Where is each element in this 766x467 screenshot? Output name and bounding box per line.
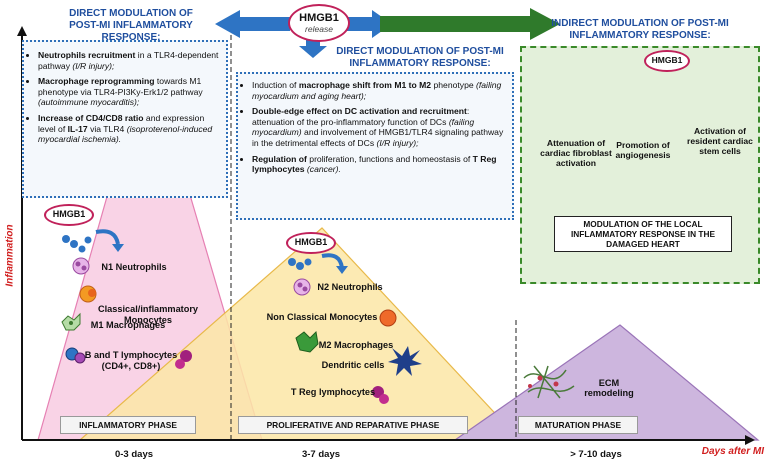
- phase1-arrowhead: [112, 244, 124, 252]
- left-item-macrophage: Macrophage reprogramming towards M1 phen…: [38, 76, 222, 108]
- phase2-hmgb1-badge: HMGB1: [286, 232, 336, 254]
- phase1-hmgb1-dots: [62, 235, 92, 253]
- phase2-hmgb1-dots: [288, 258, 312, 270]
- n1-neutrophil-icon: [72, 257, 90, 275]
- fibroblast-attenuation-label: Attenuation of cardiac fibroblast activa…: [540, 138, 612, 168]
- left-item-cd4-cd8: Increase of CD4/CD8 ratio and expression…: [38, 113, 222, 145]
- hmgb1-release-badge: HMGB1 release: [288, 4, 350, 42]
- y-axis-arrowhead: [17, 26, 27, 36]
- angiogenesis-label: Promotion of angiogenesis: [615, 140, 671, 160]
- classical-monocyte-icon: [79, 285, 97, 303]
- middle-header: DIRECT MODULATION OF POST-MI INFLAMMATOR…: [336, 46, 504, 69]
- phase2-arrowhead: [336, 266, 348, 274]
- n1-neutrophils-label: N1 Neutrophils: [101, 262, 167, 272]
- hmgb1-release-subtitle: release: [305, 24, 333, 34]
- y-axis-label: Inflammation: [4, 224, 16, 287]
- proliferative-phase-label: PROLIFERATIVE AND REPARATIVE PHASE: [238, 416, 468, 434]
- dendritic-cell-icon: [388, 346, 422, 376]
- m2-macrophages-label: M2 Macrophages: [318, 340, 394, 350]
- m1-macrophages-label: M1 Macrophages: [90, 320, 166, 330]
- left-header: DIRECT MODULATION OF POST-MI INFLAMMATOR…: [69, 8, 193, 43]
- right-hmgb1-badge: HMGB1: [644, 50, 690, 72]
- mid-item-dc-activation: Double-edge effect on DC activation and …: [252, 106, 508, 148]
- left-item-neutrophils: Neutrophils recruitment in a TLR4-depend…: [38, 50, 222, 71]
- phase3-days: > 7-10 days: [570, 449, 622, 460]
- n2-neutrophils-label: N2 Neutrophils: [317, 282, 383, 292]
- phase2-days: 3-7 days: [301, 449, 341, 460]
- left-direct-modulation-box: Neutrophils recruitment in a TLR4-depend…: [22, 40, 228, 198]
- m1-macrophage-icon: [61, 312, 81, 331]
- right-header: INDIRECT MODULATION OF POST-MI INFLAMMAT…: [551, 18, 729, 41]
- right-blue-arrow: [335, 10, 392, 38]
- inflammatory-phase-label: INFLAMMATORY PHASE: [60, 416, 196, 434]
- non-classical-monocyte-icon: [379, 309, 397, 327]
- stem-cell-activation-label: Activation of resident cardiac stem cell…: [687, 126, 753, 156]
- green-arrow: [380, 8, 560, 40]
- phase1-curved-arrow: [95, 229, 120, 245]
- non-classical-monocytes-label: Non Classical Monocytes: [266, 312, 378, 322]
- phase1-days: 0-3 days: [114, 449, 154, 460]
- x-axis-label: Days after MI: [701, 446, 764, 457]
- x-axis-arrowhead: [745, 435, 755, 445]
- t-reg-lymphocytes-label: T Reg lymphocytes: [290, 387, 376, 397]
- ecm-remodeling-icon: [523, 365, 575, 399]
- b-t-lymphocytes-label: B and T lymphocytes (CD4+, CD8+): [84, 350, 178, 371]
- maturation-phase-label: MATURATION PHASE: [518, 416, 638, 434]
- middle-direct-modulation-box: Induction of macrophage shift from M1 to…: [236, 72, 514, 220]
- phase2-curved-arrow: [321, 253, 344, 269]
- mid-item-macrophage-shift: Induction of macrophage shift from M1 to…: [252, 80, 508, 101]
- n2-neutrophil-icon: [293, 278, 311, 296]
- ecm-remodeling-label: ECM remodeling: [584, 378, 634, 398]
- local-inflammatory-modulation-box: MODULATION OF THE LOCAL INFLAMMATORY RES…: [554, 216, 732, 252]
- phase1-hmgb1-badge: HMGB1: [44, 204, 94, 226]
- down-blue-arrow: [299, 38, 327, 58]
- classical-monocytes-label: Classical/inflammatory Monocytes: [97, 304, 199, 325]
- t-reg-lymphocyte-icon: [372, 386, 389, 404]
- m2-macrophage-icon: [295, 330, 319, 353]
- b-t-lymphocyte-icon: [65, 347, 86, 364]
- dendritic-cells-label: Dendritic cells: [321, 360, 385, 370]
- b-t-lymphocyte-icon-2: [175, 350, 192, 369]
- mid-item-t-reg: Regulation of proliferation, functions a…: [252, 154, 508, 175]
- hmgb1-release-title: HMGB1: [299, 12, 339, 24]
- left-blue-arrow: [215, 10, 290, 38]
